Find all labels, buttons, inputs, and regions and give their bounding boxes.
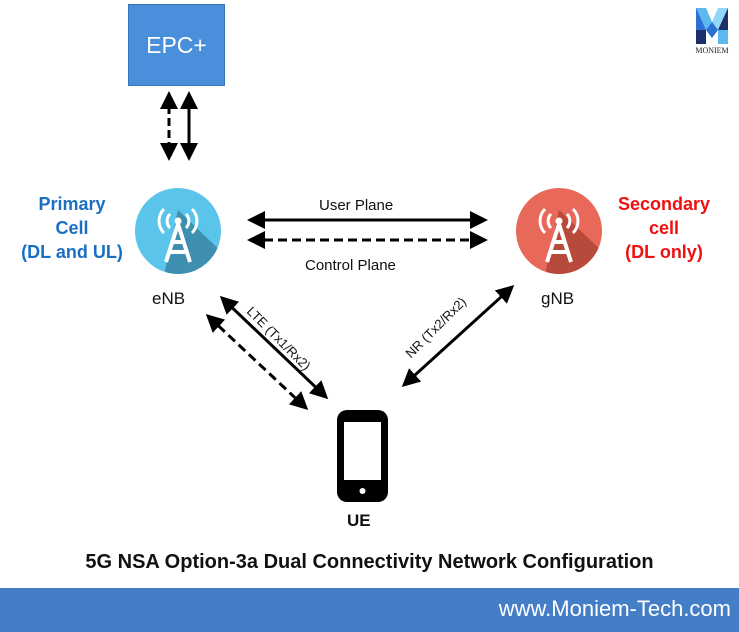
epc-box: EPC+ (128, 4, 225, 86)
logo-text: MONIEM (695, 46, 729, 55)
enb-label: eNB (152, 289, 186, 308)
epc-label: EPC+ (146, 31, 207, 58)
moniem-logo: MONIEM (690, 6, 734, 61)
ue-label: UE (347, 511, 371, 530)
secondary-cell-line: cell (648, 218, 680, 238)
nr-arrow (401, 284, 515, 388)
primary-cell-line: Cell (55, 218, 89, 238)
primary-cell-line: Primary (38, 194, 106, 214)
secondary-cell-line: (DL only) (625, 242, 703, 262)
lte-control-arrow (205, 313, 309, 411)
diagram-caption: 5G NSA Option-3a Dual Connectivity Netwo… (85, 551, 654, 573)
secondary-cell-label: Secondary cell (DL only) (600, 192, 728, 264)
footer-url[interactable]: www.Moniem-Tech.com (498, 596, 731, 621)
footer-bar: www.Moniem-Tech.com (0, 588, 739, 632)
lte-user-arrow (219, 295, 329, 400)
user-plane-label: User Plane (319, 197, 394, 214)
secondary-cell-line: Secondary (617, 194, 711, 214)
gnb-label: gNB (541, 289, 575, 308)
primary-cell-label: Primary Cell (DL and UL) (8, 192, 136, 264)
smartphone-icon (337, 410, 388, 502)
control-plane-label: Control Plane (305, 257, 396, 274)
primary-cell-line: (DL and UL) (21, 242, 123, 262)
moniem-m-logo-icon (696, 8, 728, 44)
gnb-tower-icon (516, 188, 602, 274)
enb-tower-icon (135, 188, 221, 274)
